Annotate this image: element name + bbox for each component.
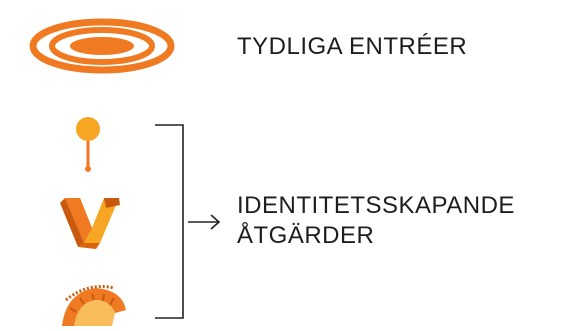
v-monument-icon (60, 198, 120, 249)
concentric-rings-icon (29, 18, 175, 74)
identity-label-line2: ÅTGÄRDER (237, 222, 375, 249)
arched-bridge-icon (62, 285, 126, 326)
map-pin-icon (76, 117, 100, 172)
identity-label: IDENTITETSSKAPANDE ÅTGÄRDER (237, 191, 515, 251)
group-bracket (155, 124, 184, 319)
identity-label-line1: IDENTITETSSKAPANDE (237, 192, 515, 219)
entrances-label: TYDLIGA ENTRÉER (237, 33, 468, 60)
arrow-icon (188, 214, 221, 230)
